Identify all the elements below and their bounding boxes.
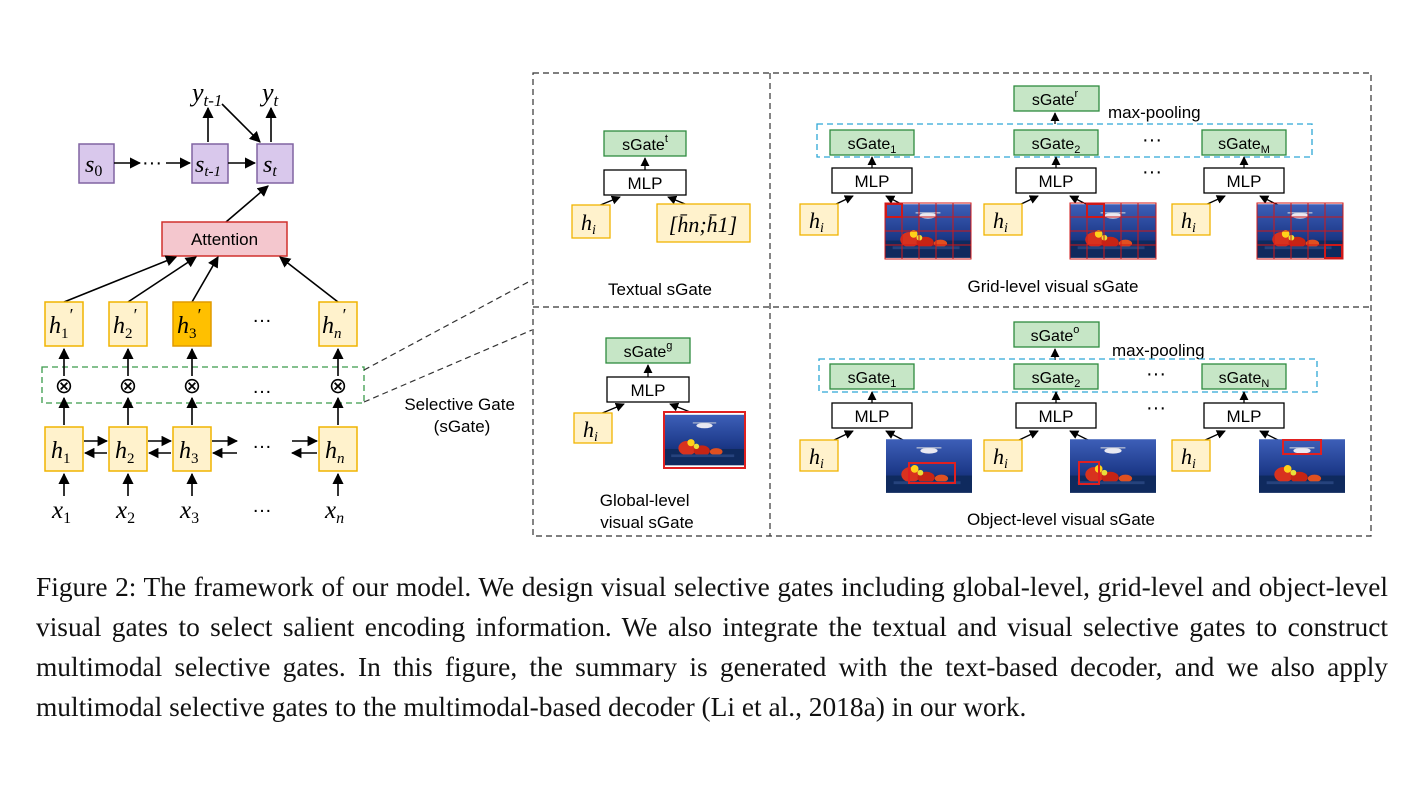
svg-text:sGateo: sGateo: [1031, 324, 1080, 345]
decoder-state-s-cur: [256, 143, 294, 184]
decoder-ellipsis: ···: [142, 152, 162, 174]
svg-text:sGate2: sGate2: [1032, 370, 1081, 390]
object-sgate-caption: Object-level visual sGate: [967, 510, 1155, 529]
textual-sgate-caption: Textual sGate: [608, 280, 712, 299]
textual-concat-box: [656, 203, 751, 243]
svg-text:MLP: MLP: [1227, 172, 1262, 191]
panels-outer-border: [532, 72, 1372, 537]
gated-state-1: [44, 301, 84, 347]
svg-text:sGate1: sGate1: [848, 136, 897, 156]
svg-text:hi: hi: [1181, 444, 1196, 472]
svg-text:[h̄n;h̄1]: [h̄n;h̄1]: [669, 212, 737, 237]
svg-text:hi: hi: [809, 208, 824, 236]
svg-text:h2′: h2′: [113, 305, 138, 342]
gate-symbol-1: ⊗: [55, 373, 73, 398]
gate-ellipsis: …: [252, 376, 272, 398]
svg-text:h3′: h3′: [177, 305, 202, 342]
svg-text:hn: hn: [325, 438, 345, 467]
textual-hi-box: [571, 204, 611, 239]
input-x3: x3: [179, 497, 199, 527]
gate-row-dashed-box: [41, 366, 365, 404]
svg-text:hi: hi: [1181, 208, 1196, 236]
svg-text:hi: hi: [809, 444, 824, 472]
gated-state-n: [318, 301, 358, 347]
svg-text:sGateN: sGateN: [1219, 370, 1270, 390]
output-y-prev: yt-1: [189, 78, 222, 110]
global-sgate-panel: sGateg MLP hi Global-level visual sGate: [573, 337, 746, 532]
svg-text:MLP: MLP: [631, 381, 666, 400]
selective-gate-label: Selective Gate (sGate): [404, 395, 519, 436]
hidden-state-2: [108, 426, 148, 472]
svg-text:hi: hi: [993, 208, 1008, 236]
svg-text:h1′: h1′: [49, 305, 74, 342]
svg-text:sGate1: sGate1: [848, 370, 897, 390]
gate-symbol-3: ⊗: [183, 373, 201, 398]
sgate-panels: sGatet MLP hi [h̄n;h̄1] Textual sGate sG…: [532, 72, 1372, 537]
grid-pool-dashed-box: [816, 123, 1313, 158]
object-sgate-panel: sGateo max-pooling sGate1 sGate2 ··· sGa…: [799, 321, 1345, 529]
svg-text:hi: hi: [993, 444, 1008, 472]
textual-sgate-panel: sGatet MLP hi [h̄n;h̄1] Textual sGate: [571, 130, 751, 299]
attention-box: [161, 221, 288, 257]
hidden-state-n: [318, 426, 358, 472]
hidden-state-1: [44, 426, 84, 472]
svg-text:MLP: MLP: [855, 407, 890, 426]
svg-text:MLP: MLP: [1039, 407, 1074, 426]
input-xn: xn: [324, 497, 344, 527]
svg-text:MLP: MLP: [1039, 172, 1074, 191]
svg-text:sGateM: sGateM: [1218, 136, 1270, 156]
object-image-n: [1259, 438, 1345, 494]
grid-max-pooling: max-pooling: [1108, 103, 1201, 122]
grid-sgate-panel: sGater max-pooling sGate1 sGate2 ··· sGa…: [799, 85, 1344, 296]
global-hi-box: [573, 412, 613, 444]
global-sgate-caption: Global-level visual sGate: [600, 491, 695, 532]
svg-text:MLP: MLP: [628, 174, 663, 193]
svg-text:sGater: sGater: [1032, 88, 1079, 109]
hidden-ellipsis: …: [252, 431, 272, 453]
gated-ellipsis: …: [252, 305, 272, 327]
input-x1: x1: [51, 497, 71, 527]
global-image: [664, 414, 745, 466]
framework-diagram: yt-1 yt s0 ··· st-1 st Attention h1′ h2′…: [41, 72, 1372, 537]
gated-state-2: [108, 301, 148, 347]
hidden-state-3: [172, 426, 212, 472]
encoder-decoder: yt-1 yt s0 ··· st-1 st Attention h1′ h2′…: [41, 78, 533, 527]
svg-text:sGate2: sGate2: [1032, 136, 1081, 156]
gate-symbol-n: ⊗: [329, 373, 347, 398]
object-gate-dots: ···: [1146, 363, 1166, 385]
figure-caption: Figure 2: The framework of our model. We…: [36, 572, 1388, 722]
svg-text:sGateg: sGateg: [624, 340, 673, 361]
gate-symbol-2: ⊗: [119, 373, 137, 398]
svg-text:s0: s0: [85, 152, 102, 180]
object-pool-dashed-box: [818, 358, 1318, 393]
svg-text:hn′: hn′: [322, 305, 347, 342]
output-y-cur: yt: [259, 78, 280, 110]
grid-mlp-dots: ···: [1142, 161, 1162, 183]
object-max-pooling: max-pooling: [1112, 341, 1205, 360]
svg-text:h3: h3: [179, 438, 199, 467]
svg-text:st: st: [263, 152, 277, 180]
gated-state-3-highlighted: [172, 301, 212, 347]
svg-text:sGatet: sGatet: [622, 133, 668, 154]
svg-text:hi: hi: [581, 210, 596, 238]
grid-sgate-caption: Grid-level visual sGate: [967, 277, 1138, 296]
attention-label: Attention: [191, 230, 258, 249]
svg-text:MLP: MLP: [1227, 407, 1262, 426]
grid-gate-dots: ···: [1142, 129, 1162, 151]
svg-text:h1: h1: [51, 438, 71, 467]
object-mlp-dots: ···: [1146, 397, 1166, 419]
input-ellipsis: …: [252, 495, 272, 517]
svg-text:h2: h2: [115, 438, 135, 467]
object-image-1: [886, 438, 972, 494]
svg-text:MLP: MLP: [855, 172, 890, 191]
svg-text:st-1: st-1: [195, 152, 221, 180]
svg-text:hi: hi: [583, 417, 598, 445]
input-x2: x2: [115, 497, 135, 527]
